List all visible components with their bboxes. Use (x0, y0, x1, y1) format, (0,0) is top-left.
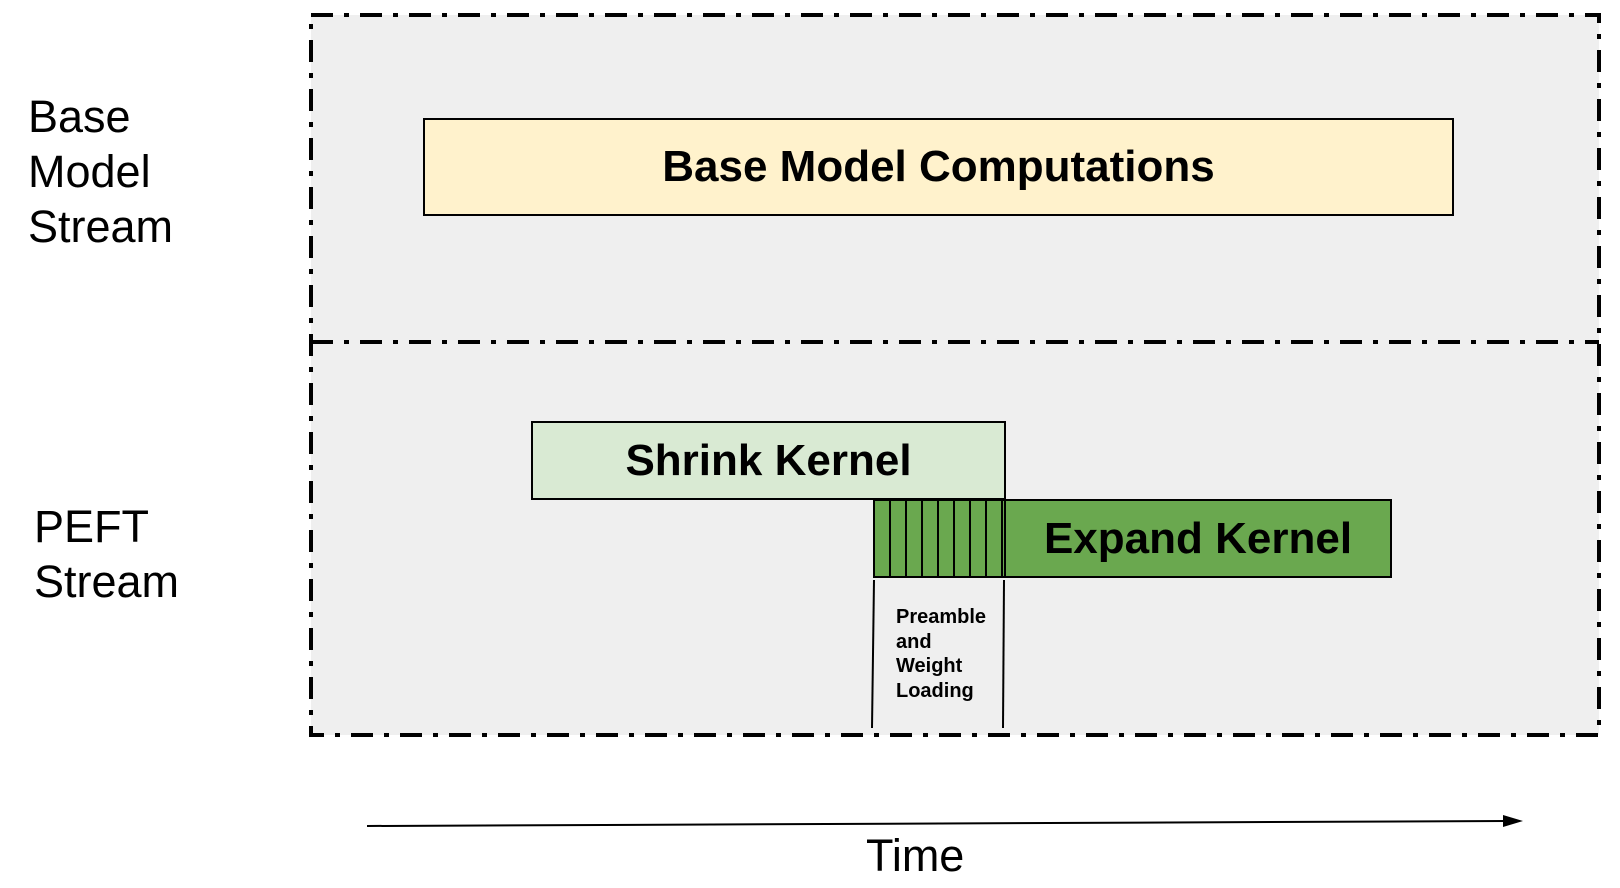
peft-label-line: PEFT (34, 501, 150, 552)
shrink-kernel-label: Shrink Kernel (625, 435, 912, 485)
base-model-computations-label: Base Model Computations (662, 142, 1215, 191)
time-axis-label: Time (866, 830, 965, 881)
expand-kernel-label: Expand Kernel (1043, 513, 1353, 563)
peft-stream-label: PEFT Stream (34, 500, 179, 610)
time-axis-arrowhead (1503, 815, 1523, 827)
note-line: Weight (896, 655, 963, 677)
expand-kernel-text-area: Expand Kernel (1006, 514, 1390, 564)
shrink-kernel-block: Shrink Kernel (531, 421, 1006, 500)
base-model-stream-label: Base Model Stream (28, 90, 173, 255)
preamble-weight-loading-note: Preamble and Weight Loading (896, 605, 986, 703)
note-line: Preamble (896, 606, 987, 628)
base-label-line: Stream (28, 200, 174, 252)
preamble-right-marker (1002, 579, 1005, 729)
preamble-left-marker (871, 579, 875, 729)
peft-label-line: Stream (34, 555, 180, 607)
expand-kernel-block: Expand Kernel (873, 499, 1392, 578)
note-line: Loading (896, 679, 974, 702)
preamble-hatch-segment (875, 501, 1006, 576)
base-model-computations-block: Base Model Computations (423, 118, 1454, 216)
time-axis-line (366, 820, 1507, 827)
note-line: and (896, 630, 932, 653)
streams-outline (309, 13, 1601, 737)
base-label-line: Base (28, 91, 131, 142)
base-label-line: Model (28, 145, 151, 197)
